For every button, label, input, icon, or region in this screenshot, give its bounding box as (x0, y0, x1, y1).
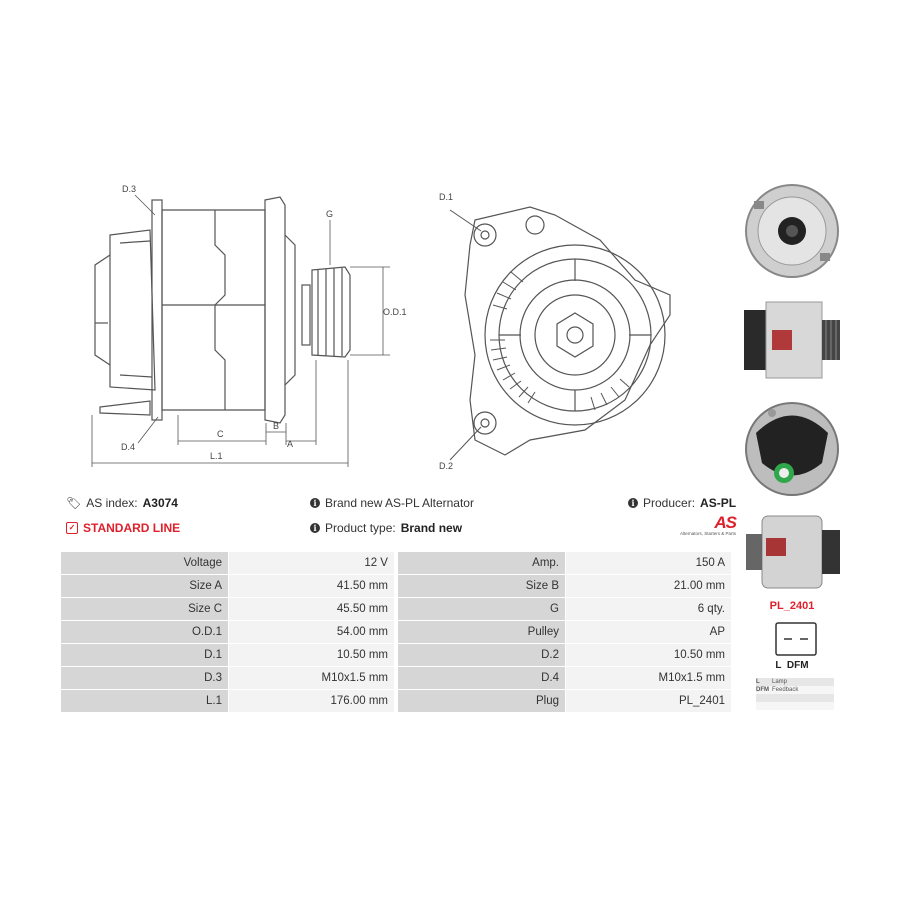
product-type-label: Product type: (325, 521, 396, 535)
label-a: A (287, 439, 293, 449)
label-g: G (326, 209, 333, 219)
legend-code (756, 694, 772, 702)
info-icon: i (310, 498, 320, 508)
table-row: D.1 10.50 mm D.2 10.50 mm (60, 643, 732, 667)
as-index-value: A3074 (142, 496, 178, 510)
legend-code (756, 702, 772, 710)
product-photo-side (742, 290, 842, 390)
label-d2: D.2 (439, 461, 453, 471)
brand-new-text: Brand new AS-PL Alternator (325, 496, 474, 510)
spec-value: 176.00 mm (228, 689, 395, 713)
spec-value: 45.50 mm (228, 597, 395, 621)
spec-key: Size C (60, 597, 229, 621)
spec-value: 54.00 mm (228, 620, 395, 644)
spec-value: 12 V (228, 551, 395, 575)
as-index: 🏷︎ AS index: A3074 (66, 496, 178, 510)
producer-label: Producer: (643, 496, 696, 510)
product-type-line: i Product type: Brand new (310, 521, 462, 535)
legend-row (756, 694, 834, 702)
spec-key: O.D.1 (60, 620, 229, 644)
spec-value: 6 qty. (565, 597, 732, 621)
label-c: C (217, 429, 224, 439)
standard-line-label: STANDARD LINE (83, 521, 181, 535)
product-photo-angle (742, 508, 842, 596)
spec-key: D.1 (60, 643, 229, 667)
spec-value: M10x1.5 mm (565, 666, 732, 690)
side-view-drawing: D.3 G O.D.1 C B A D.4 L.1 (91, 184, 407, 467)
product-type-value: Brand new (400, 521, 463, 535)
spec-key: D.2 (397, 643, 566, 667)
spec-key: Pulley (397, 620, 566, 644)
plug-code: PL_2401 (769, 600, 815, 612)
spec-table: Voltage 12 V Amp. 150 A Size A 41.50 mm … (60, 551, 732, 713)
legend-desc: Lamp (772, 679, 788, 685)
spec-value: PL_2401 (565, 689, 732, 713)
spec-key: D.4 (397, 666, 566, 690)
info-icon: i (628, 498, 638, 508)
label-d1: D.1 (439, 192, 453, 202)
spec-key: G (397, 597, 566, 621)
table-row: L.1 176.00 mm Plug PL_2401 (60, 689, 732, 713)
standard-line: ✓ STANDARD LINE (66, 521, 180, 535)
table-row: Voltage 12 V Amp. 150 A (60, 551, 732, 575)
spec-key: Size B (397, 574, 566, 598)
label-l1: L.1 (210, 451, 223, 461)
table-row: O.D.1 54.00 mm Pulley AP (60, 620, 732, 644)
plug-pins-caption: L DFM (775, 660, 809, 671)
product-photo-back (742, 393, 842, 505)
spec-key: D.3 (60, 666, 229, 690)
producer-line: i Producer: AS-PL (628, 496, 736, 510)
spec-value: M10x1.5 mm (228, 666, 395, 690)
spec-value: 21.00 mm (565, 574, 732, 598)
table-row: Size A 41.50 mm Size B 21.00 mm (60, 574, 732, 598)
as-index-label: AS index: (86, 496, 138, 510)
label-d4: D.4 (121, 442, 135, 452)
table-row: D.3 M10x1.5 mm D.4 M10x1.5 mm (60, 666, 732, 690)
legend-desc: Feedback (772, 687, 799, 693)
spec-key: Voltage (60, 551, 229, 575)
logo-tagline: Alternators, Starters & Parts (679, 531, 736, 536)
spec-key: Plug (397, 689, 566, 713)
label-b: B (273, 421, 279, 431)
product-photo-rear (742, 175, 842, 287)
plug-connector-icon (775, 622, 817, 656)
spec-key: L.1 (60, 689, 229, 713)
brand-new-line: i Brand new AS-PL Alternator (310, 496, 474, 510)
legend-code: L (756, 679, 760, 685)
label-d3: D.3 (122, 184, 136, 194)
spec-value: AP (565, 620, 732, 644)
tag-icon: 🏷︎ (66, 496, 82, 510)
info-icon: i (310, 523, 320, 533)
legend-row (756, 702, 834, 710)
table-row: Size C 45.50 mm G 6 qty. (60, 597, 732, 621)
spec-value: 41.50 mm (228, 574, 395, 598)
spec-key: Size A (60, 574, 229, 598)
spec-value: 150 A (565, 551, 732, 575)
checkbox-icon: ✓ (66, 522, 78, 534)
front-view-drawing: D.1 D.2 (439, 192, 671, 471)
label-od1: O.D.1 (383, 307, 407, 317)
legend-row: L Lamp (756, 678, 834, 686)
producer-value: AS-PL (700, 496, 737, 510)
spec-value: 10.50 mm (565, 643, 732, 667)
legend-code: DFM (756, 687, 769, 693)
spec-value: 10.50 mm (228, 643, 395, 667)
as-pl-logo: AS Alternators, Starters & Parts (676, 513, 737, 536)
logo-mark: AS (714, 513, 737, 532)
spec-key: Amp. (397, 551, 566, 575)
